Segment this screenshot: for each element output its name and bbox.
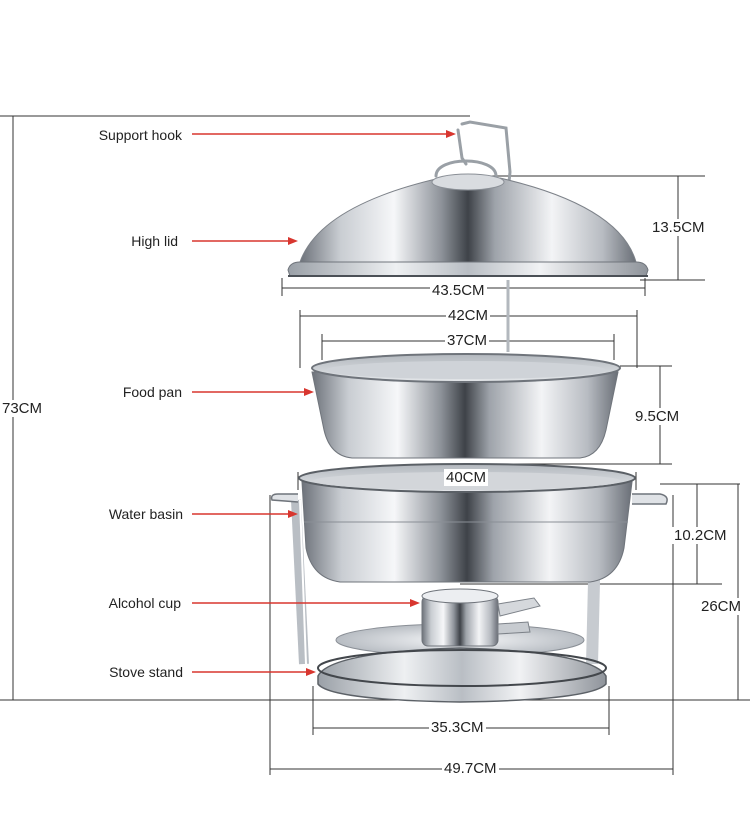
label-stove-stand: Stove stand xyxy=(109,664,183,680)
dim-lid-height: 13.5CM xyxy=(650,219,707,236)
dim-basin-height: 10.2CM xyxy=(672,527,729,544)
food-pan-drawing xyxy=(311,353,621,459)
dim-lid-width: 43.5CM xyxy=(430,282,487,299)
label-support-hook: Support hook xyxy=(98,127,182,143)
dim-pan-inner: 37CM xyxy=(445,332,490,349)
dim-basin-width: 40CM xyxy=(444,469,489,486)
dim-pan-outer: 42CM xyxy=(446,307,491,324)
dim-overall-width: 49.7CM xyxy=(442,760,499,777)
dim-stand-base: 35.3CM xyxy=(429,719,486,736)
label-food-pan: Food pan xyxy=(122,384,182,400)
callout-arrows xyxy=(192,130,456,676)
label-water-basin: Water basin xyxy=(108,506,183,522)
label-high-lid: High lid xyxy=(131,233,178,249)
high-lid-drawing xyxy=(287,173,649,277)
dim-total-height: 73CM xyxy=(0,400,45,417)
dim-pan-height: 9.5CM xyxy=(633,408,682,425)
label-alcohol-cup: Alcohol cup xyxy=(108,595,181,611)
alcohol-cup-drawing xyxy=(421,588,541,647)
dim-stand-height: 26CM xyxy=(699,598,744,615)
